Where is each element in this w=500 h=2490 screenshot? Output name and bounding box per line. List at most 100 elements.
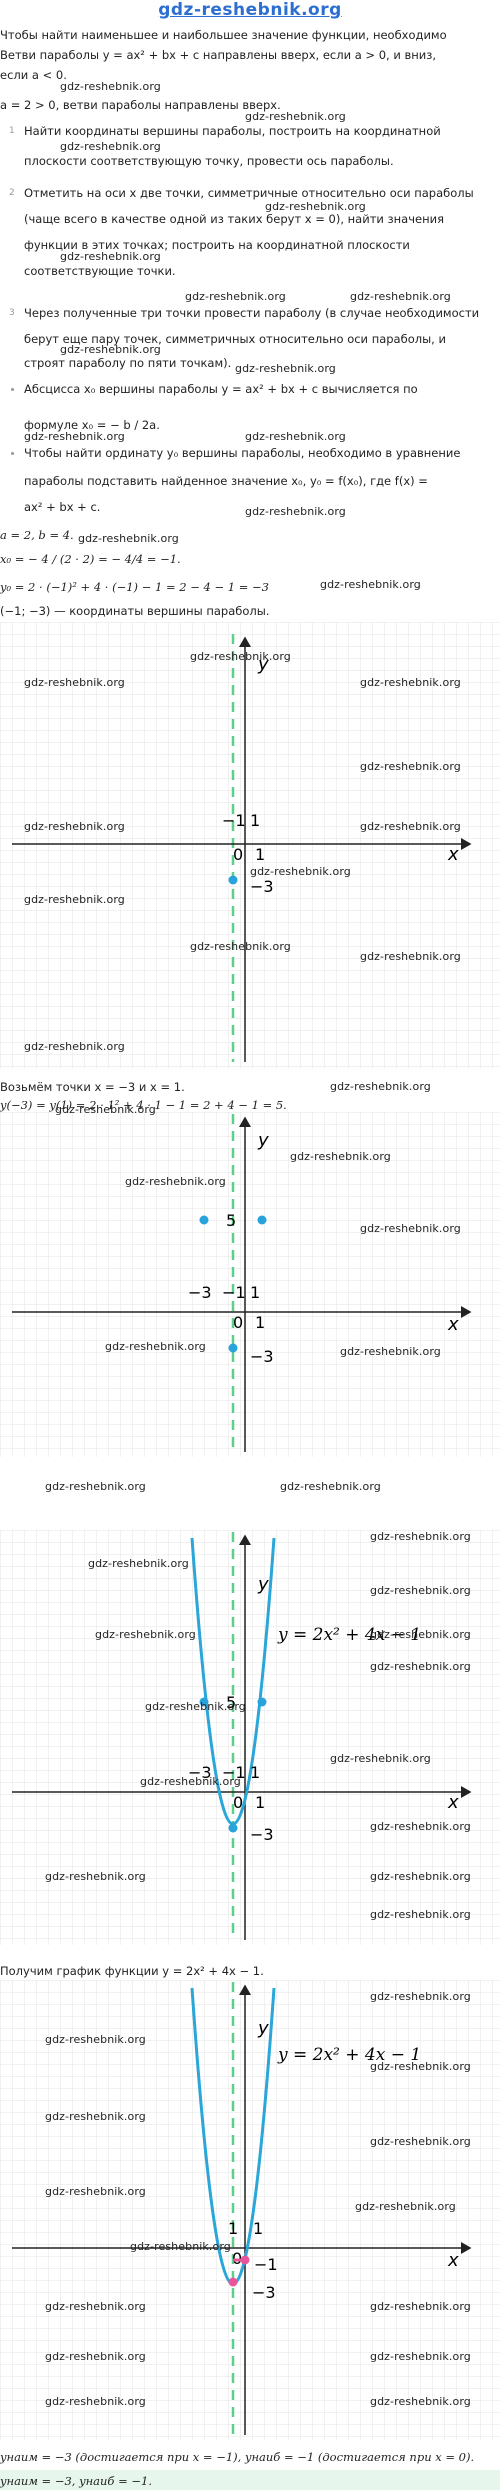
watermark: gdz-reshebnik.org: [24, 820, 125, 833]
tick-label: −1: [222, 1283, 246, 1302]
tick-label: −1: [222, 1763, 246, 1782]
watermark: gdz-reshebnik.org: [45, 2395, 146, 2408]
bullet-text: ax² + bx + c.: [24, 500, 101, 514]
graph-vertex: y x −1 1 0 1 −3: [0, 622, 500, 1068]
tick-label: 1: [255, 1313, 265, 1332]
watermark: gdz-reshebnik.org: [355, 2200, 456, 2213]
tick-label: 1: [250, 811, 260, 830]
step-text: Через полученные три точки провести пара…: [24, 306, 480, 320]
watermark: gdz-reshebnik.org: [190, 650, 291, 663]
data-point: [199, 1215, 209, 1225]
step-text: функции в этих точках; построить на коор…: [24, 238, 410, 252]
x-axis-label: x: [447, 2250, 459, 2271]
watermark: gdz-reshebnik.org: [370, 2060, 471, 2073]
bullet-text: параболы подставить найденное значение x…: [24, 474, 428, 488]
watermark: gdz-reshebnik.org: [370, 1908, 471, 1921]
y-axis-label: y: [257, 654, 269, 675]
step-text: Найти координаты вершины параболы, постр…: [24, 124, 441, 138]
tick-label: −3: [252, 2283, 276, 2302]
watermark: gdz-reshebnik.org: [185, 290, 286, 303]
watermark: gdz-reshebnik.org: [330, 1752, 431, 1765]
step-marker: 1: [9, 126, 15, 136]
watermark: gdz-reshebnik.org: [370, 1820, 471, 1833]
watermark: gdz-reshebnik.org: [45, 1870, 146, 1883]
step-text: соответствующие точки.: [24, 264, 176, 278]
tick-label: 5: [226, 1693, 236, 1712]
data-point: [257, 1697, 267, 1707]
watermark: gdz-reshebnik.org: [360, 820, 461, 833]
watermark: gdz-reshebnik.org: [320, 578, 421, 591]
watermark: gdz-reshebnik.org: [370, 2350, 471, 2363]
watermark: gdz-reshebnik.org: [45, 2300, 146, 2313]
watermark: gdz-reshebnik.org: [280, 1480, 381, 1493]
intro-line-4: a = 2 > 0, ветви параболы направлены вве…: [0, 98, 281, 112]
site-header[interactable]: gdz-reshebnik.org: [158, 0, 342, 20]
graph-caption: Получим график функции y = 2x² + 4x − 1.: [0, 1964, 264, 1978]
watermark: gdz-reshebnik.org: [245, 430, 346, 443]
intro-line-2: Ветви параболы y = ax² + bx + c направле…: [0, 48, 436, 62]
watermark: gdz-reshebnik.org: [370, 2135, 471, 2148]
vertex-text: (−1; −3) — координаты вершины параболы.: [0, 604, 270, 618]
bullet-icon: [11, 452, 14, 455]
equation-label: y = 2x² + 4x − 1: [277, 2045, 421, 2065]
watermark: gdz-reshebnik.org: [370, 1584, 471, 1597]
bullet-text: Чтобы найти ординату y₀ вершины параболы…: [24, 446, 461, 460]
watermark: gdz-reshebnik.org: [245, 110, 346, 123]
tick-label: −1: [254, 2255, 278, 2274]
max-point: [240, 2255, 250, 2265]
watermark: gdz-reshebnik.org: [370, 1660, 471, 1673]
origin-label: 0: [233, 1313, 243, 1332]
step-marker: 2: [9, 188, 15, 198]
y-axis-label: y: [257, 1130, 269, 1151]
watermark: gdz-reshebnik.org: [45, 2185, 146, 2198]
watermark: gdz-reshebnik.org: [45, 2110, 146, 2123]
tick-label: 1: [228, 2219, 238, 2238]
watermark: gdz-reshebnik.org: [340, 1345, 441, 1358]
points-text: Возьмём точки x = −3 и x = 1.: [0, 1080, 185, 1094]
graph-min-max: y x y = 2x² + 4x − 1 1 1 0 −1 −3: [0, 1980, 500, 2440]
y-axis-label: y: [257, 1574, 269, 1595]
grid: [0, 1112, 500, 1457]
answer-box: [0, 2470, 500, 2490]
watermark: gdz-reshebnik.org: [95, 1628, 196, 1641]
watermark: gdz-reshebnik.org: [250, 865, 351, 878]
watermark: gdz-reshebnik.org: [370, 1990, 471, 2003]
tick-label: −3: [250, 1347, 274, 1366]
origin-label: 0: [233, 845, 243, 864]
step-text: строят параболу по пяти точкам).: [24, 356, 232, 370]
watermark: gdz-reshebnik.org: [370, 1870, 471, 1883]
grid: [0, 622, 500, 1068]
result-line: yнаим = −3 (достигается при x = −1), yна…: [0, 2450, 475, 2464]
watermark: gdz-reshebnik.org: [55, 1103, 156, 1116]
grid: [0, 1530, 500, 1945]
values-text: y(−3) = y(1) = 2 · 1² + 4 · 1 − 1 = 2 + …: [0, 1098, 287, 1112]
watermark: gdz-reshebnik.org: [330, 1080, 431, 1093]
y-axis-label: y: [257, 2018, 269, 2039]
watermark: gdz-reshebnik.org: [60, 140, 161, 153]
watermark: gdz-reshebnik.org: [360, 676, 461, 689]
graph-parabola: y x y = 2x² + 4x − 1 5 −3 −1 1 0 1 −3: [0, 1530, 500, 1945]
watermark: gdz-reshebnik.org: [24, 1040, 125, 1053]
watermark: gdz-reshebnik.org: [60, 80, 161, 93]
tick-label: −3: [188, 1283, 212, 1302]
calc-ab: a = 2, b = 4.: [0, 528, 74, 542]
watermark: gdz-reshebnik.org: [24, 430, 125, 443]
data-point: [257, 1215, 267, 1225]
bullet-text: Абсцисса x₀ вершины параболы y = ax² + b…: [24, 382, 418, 396]
watermark: gdz-reshebnik.org: [350, 290, 451, 303]
watermark: gdz-reshebnik.org: [235, 362, 336, 375]
answer-text: yнаим = −3, yнаиб = −1.: [0, 2474, 152, 2488]
watermark: gdz-reshebnik.org: [24, 676, 125, 689]
watermark: gdz-reshebnik.org: [245, 505, 346, 518]
watermark: gdz-reshebnik.org: [78, 532, 179, 545]
watermark: gdz-reshebnik.org: [265, 200, 366, 213]
vertex-point: [228, 1343, 238, 1353]
equation-label: y = 2x² + 4x − 1: [277, 1625, 421, 1645]
watermark: gdz-reshebnik.org: [130, 2240, 231, 2253]
tick-label: 1: [250, 1283, 260, 1302]
x-axis-label: x: [447, 1792, 459, 1813]
watermark: gdz-reshebnik.org: [145, 1700, 246, 1713]
step-text: берут еще пару точек, симметричных относ…: [24, 332, 446, 346]
calc-y0: y₀ = 2 · (−1)² + 4 · (−1) − 1 = 2 − 4 − …: [0, 580, 269, 594]
x-axis-label: x: [447, 844, 459, 865]
